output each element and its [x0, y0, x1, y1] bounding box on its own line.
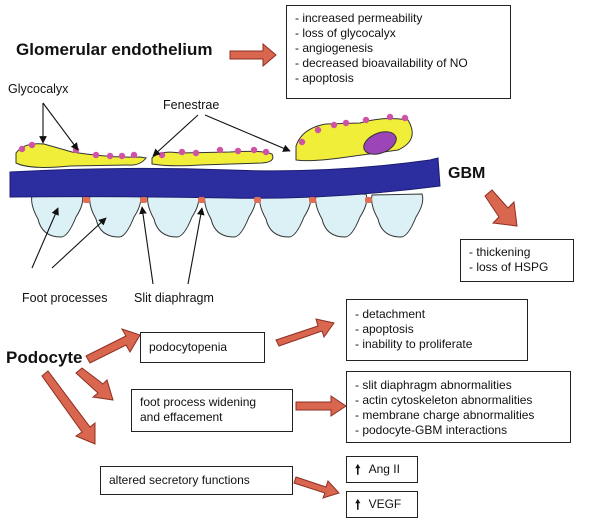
podocytopenia-effect-2: - apoptosis — [355, 322, 414, 336]
slit-diaphragms-group — [83, 197, 372, 203]
slit-diaphragm — [140, 197, 147, 203]
foot-process-effect-2: - actin cytoskeleton abnormalities — [355, 393, 533, 407]
podocytopenia-effect-1: - detachment — [355, 307, 426, 321]
gbm-effects-box: - thickening - loss of HSPG — [460, 239, 574, 282]
gbm-effect-2: - loss of HSPG — [469, 260, 549, 274]
foot-process — [371, 193, 424, 238]
endothelium-effect-3: - angiogenesis — [295, 41, 374, 55]
foot-process-box: foot process widening and effacement — [131, 389, 293, 432]
foot-process — [89, 193, 142, 238]
foot-process — [204, 193, 257, 238]
endothelium-effect-1: - increased permeability — [295, 11, 423, 25]
secretory-label: altered secretory functions — [109, 473, 250, 487]
glycocalyx-dot — [106, 152, 114, 160]
foot-process — [31, 193, 84, 238]
arrow-gbm — [484, 189, 518, 227]
endothelium-effect-4: - decreased bioavailability of NO — [295, 56, 468, 70]
glycocalyx-dot — [262, 148, 270, 156]
up-arrow-icon: 🠕 — [355, 462, 361, 477]
glycocalyx-dot — [298, 138, 306, 146]
gbm-label: GBM — [448, 165, 486, 182]
foot-process-line-1: foot process widening — [140, 395, 257, 409]
podocytopenia-label: podocytopenia — [149, 340, 228, 354]
glycocalyx-dot — [158, 151, 166, 159]
glycocalyx-label: Glycocalyx — [8, 82, 69, 96]
foot-process — [315, 193, 368, 238]
glycocalyx-dot — [362, 116, 370, 124]
foot-process — [147, 193, 200, 238]
vegf-label: VEGF — [368, 497, 402, 511]
slit-diaphragm — [198, 197, 205, 203]
glycocalyx-dot — [216, 146, 224, 154]
glycocalyx-dot — [178, 148, 186, 156]
foot-process — [259, 193, 312, 238]
endothelium-effect-2: - loss of glycocalyx — [295, 26, 396, 40]
up-arrow-icon: 🠕 — [355, 497, 361, 512]
glycocalyx-dot — [118, 152, 126, 160]
arrow-podocyte-foot-process — [75, 367, 114, 401]
gbm-band — [9, 157, 441, 199]
glycocalyx-dot — [314, 126, 322, 134]
endothelium-effects-box: - increased permeability - loss of glyco… — [286, 5, 511, 99]
glycocalyx-dot — [250, 146, 258, 154]
arrow-podocyte-podocytopenia — [85, 328, 141, 364]
foot-process-effect-1: - slit diaphragm abnormalities — [355, 378, 512, 392]
foot-processes-group — [31, 193, 424, 238]
glycocalyx-dot — [386, 113, 394, 121]
foot-processes-label: Foot processes — [22, 291, 108, 305]
arrow-podocytopenia-effects — [275, 318, 335, 347]
glycocalyx-dot — [28, 141, 36, 149]
endothelial-cell-left — [15, 143, 147, 168]
podocytopenia-effects-box: - detachment - apoptosis - inability to … — [346, 299, 528, 361]
slit-diaphragm — [309, 197, 316, 203]
glycocalyx-dot — [92, 151, 100, 159]
podocyte-title: Podocyte — [6, 348, 83, 367]
slit-diaphragm — [254, 197, 261, 203]
gbm-effect-1: - thickening — [469, 245, 531, 259]
vegf-box: 🠕 VEGF — [346, 491, 418, 518]
podocytopenia-effect-3: - inability to proliferate — [355, 337, 473, 351]
glycocalyx-dot — [192, 149, 200, 157]
endothelial-cell-middle — [151, 150, 274, 167]
foot-process-line-2: and effacement — [140, 410, 223, 424]
fenestrae-label: Fenestrae — [163, 98, 220, 112]
secretory-box: altered secretory functions — [100, 466, 293, 495]
foot-process-effects-box: - slit diaphragm abnormalities - actin c… — [346, 371, 571, 443]
arrow-secretory-effects — [293, 476, 340, 499]
glycocalyx-dot — [330, 121, 338, 129]
ang-label: Ang II — [368, 462, 400, 476]
arrow-endothelium — [229, 42, 277, 68]
foot-process-effect-3: - membrane charge abnormalities — [355, 408, 535, 422]
endothelium-effect-5: - apoptosis — [295, 71, 354, 85]
glycocalyx-dot — [234, 147, 242, 155]
slit-diaphragm — [83, 197, 90, 203]
foot-process-effect-4: - podocyte-GBM interactions — [355, 423, 508, 437]
glycocalyx-dot — [401, 114, 409, 122]
ang-box: 🠕 Ang II — [346, 456, 418, 483]
arrow-foot-process-effects — [295, 395, 347, 417]
arrow-podocyte-secretory — [41, 370, 96, 445]
endothelial-nucleus — [363, 131, 397, 155]
podocytopenia-box: podocytopenia — [140, 332, 265, 363]
slit-diaphragm — [365, 197, 372, 203]
slit-diaphragm-label: Slit diaphragm — [134, 291, 214, 305]
pointer-lines — [31, 102, 291, 285]
glycocalyx-dot — [18, 145, 26, 153]
glycocalyx-dot — [130, 151, 138, 159]
endothelium-title: Glomerular endothelium — [16, 40, 213, 59]
glycocalyx-dot — [342, 119, 350, 127]
flow-arrows — [41, 42, 518, 499]
